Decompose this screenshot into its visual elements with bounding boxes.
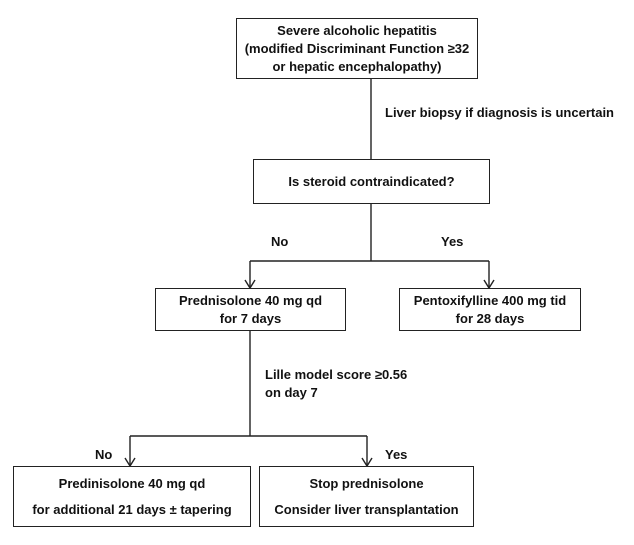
stop-prednisolone-box: Stop prednisolone Consider liver transpl…: [259, 466, 474, 527]
liver-biopsy-note: Liver biopsy if diagnosis is uncertain: [385, 105, 614, 120]
branch-label-yes-lille: Yes: [385, 447, 408, 462]
lille-score-line-2: on day 7: [265, 385, 318, 400]
steroid-contraindicated-question-box: Is steroid contraindicated?: [253, 159, 490, 204]
lille-score-label: Lille model score ≥0.56 on day 7: [265, 366, 407, 402]
prednisolone-21d-line-1: Predinisolone 40 mg qd: [58, 475, 206, 491]
branch-label-no-steroid: No: [271, 234, 289, 249]
stop-prednisolone-line-1: Stop prednisolone: [309, 475, 424, 491]
prednisolone-7d-line-1: Prednisolone 40 mg qd: [178, 292, 323, 308]
steroid-question-text: Is steroid contraindicated?: [288, 173, 455, 189]
pentoxifylline-line-2: for 28 days: [455, 310, 525, 326]
prednisolone-21-days-box: Predinisolone 40 mg qd for additional 21…: [13, 466, 251, 527]
severe-ah-line-1: Severe alcoholic hepatitis: [277, 22, 437, 38]
prednisolone-21d-line-2: for additional 21 days ± tapering: [32, 501, 232, 517]
prednisolone-7-days-box: Prednisolone 40 mg qd for 7 days: [155, 288, 346, 331]
branch-label-yes-steroid: Yes: [441, 234, 464, 249]
pentoxifylline-box: Pentoxifylline 400 mg tid for 28 days: [399, 288, 581, 331]
pentoxifylline-line-1: Pentoxifylline 400 mg tid: [413, 292, 567, 308]
lille-score-line-1: Lille model score ≥0.56: [265, 367, 408, 382]
severe-alcoholic-hepatitis-box: Severe alcoholic hepatitis (modified Dis…: [236, 18, 478, 79]
severe-ah-line-3: or hepatic encephalopathy): [272, 58, 442, 74]
branch-label-no-lille: No: [95, 447, 113, 462]
stop-prednisolone-line-2: Consider liver transplantation: [274, 501, 459, 517]
severe-ah-line-2: (modified Discriminant Function ≥32: [244, 40, 470, 56]
prednisolone-7d-line-2: for 7 days: [219, 310, 282, 326]
